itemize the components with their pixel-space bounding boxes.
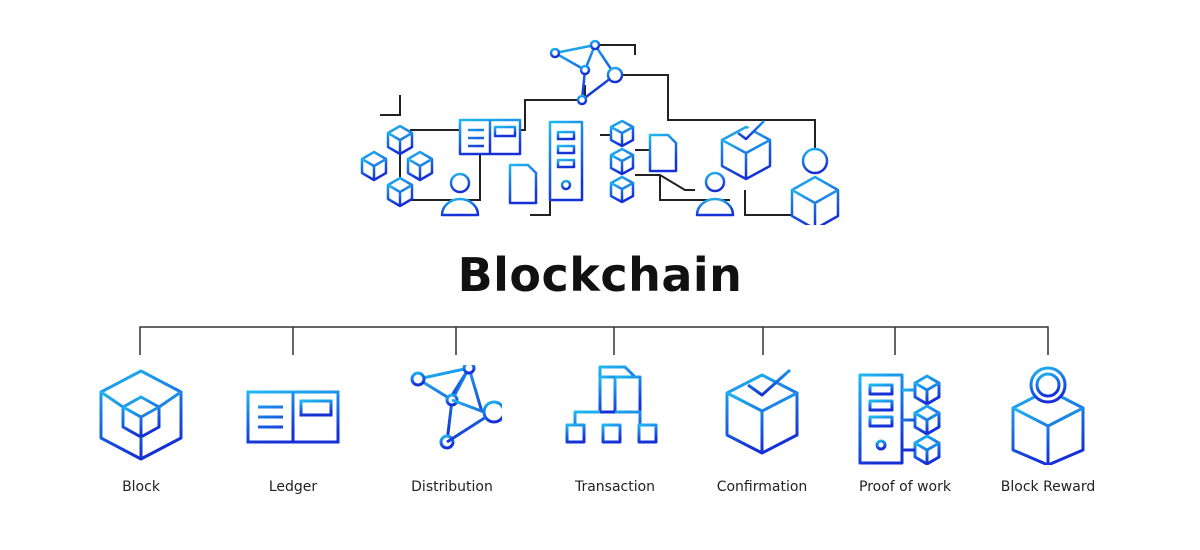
ledger-book-icon — [246, 390, 340, 444]
item-label: Block — [122, 479, 160, 495]
item-label: Distribution — [411, 479, 493, 495]
cube-check-icon — [725, 368, 799, 455]
branch-connector-lines — [139, 326, 1049, 355]
item-distribution: Distribution — [382, 365, 522, 495]
item-ledger: Ledger — [223, 365, 363, 495]
server-blocks-icon — [858, 373, 941, 465]
item-confirmation: Confirmation — [692, 365, 832, 495]
cube-medal-icon — [1011, 366, 1085, 465]
item-label: Ledger — [268, 479, 318, 495]
item-label: Transaction — [574, 479, 656, 495]
blockchain-network-illustration — [360, 39, 840, 225]
item-proof-of-work: Proof of work — [835, 365, 975, 495]
item-transaction: Transaction — [545, 365, 685, 495]
item-label: Confirmation — [716, 479, 808, 495]
item-block: Block — [71, 365, 211, 495]
document-flow-icon — [565, 365, 658, 444]
item-label: Block Reward — [1000, 479, 1096, 495]
page-title: Blockchain — [457, 248, 743, 302]
network-nodes-icon — [410, 365, 502, 450]
item-label: Proof of work — [859, 479, 951, 495]
cube-in-cube-icon — [99, 369, 183, 461]
item-block-reward: Block Reward — [978, 365, 1118, 495]
